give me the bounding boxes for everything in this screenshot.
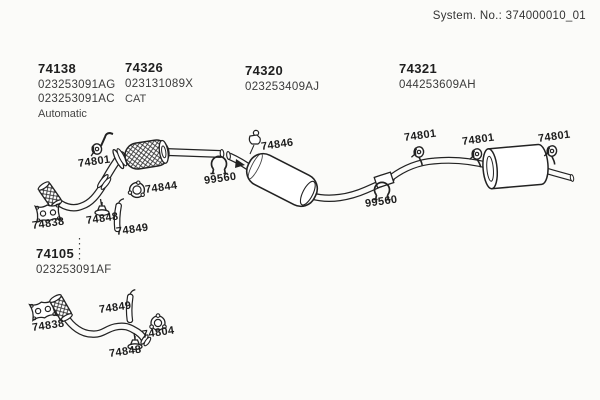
part-group-74105: 74105 023253091AF — [36, 247, 112, 277]
bracket-74846-icon — [248, 129, 261, 155]
oem-number: 023253091AC — [38, 93, 115, 105]
oem-number: 023253409AJ — [245, 81, 320, 93]
oem-number: 044253609AH — [399, 79, 476, 91]
part-number: 74320 — [245, 63, 284, 78]
part-group-74326: 74326 023131089X CAT — [125, 61, 193, 106]
catalytic-converter — [112, 139, 170, 170]
alt-pipe-end-flange — [140, 334, 152, 347]
oem-number: 023253091AG — [38, 79, 116, 91]
gasket-ring-74804-icon — [149, 313, 167, 331]
gasket-ring-74844-icon — [127, 180, 146, 199]
rear-muffler — [482, 143, 549, 190]
part-group-74320: 74320 023253409AJ — [245, 64, 319, 94]
pipe-sleeve-connector — [373, 171, 395, 189]
front-hanger-74801-icon — [87, 131, 114, 158]
flow-arrow-icon — [235, 159, 245, 168]
part-number: 74326 — [125, 60, 164, 75]
alt-mount-74848-icon — [127, 332, 143, 351]
oem-number: 023253091AF — [36, 264, 112, 276]
part-group-74138: 74138 023253091AG 023253091AC Automatic — [38, 62, 115, 121]
oem-number: 023131089X — [125, 78, 194, 90]
front-mount-74848-icon — [94, 198, 110, 217]
variant-note: CAT — [125, 93, 147, 105]
part-group-74321: 74321 044253609AH — [399, 62, 476, 92]
pipe-open-ends — [219, 148, 575, 182]
pipe-runs — [50, 148, 573, 344]
variant-note: Automatic — [38, 108, 87, 120]
center-muffler — [245, 152, 319, 208]
part-number: 74321 — [399, 61, 438, 76]
front-flange-joint — [96, 174, 112, 190]
part-number: 74105 — [36, 246, 75, 261]
clamp-99560-front-icon — [209, 155, 229, 175]
system-number: System. No.: 374000010_01 — [432, 10, 586, 22]
part-number: 74138 — [38, 61, 77, 76]
